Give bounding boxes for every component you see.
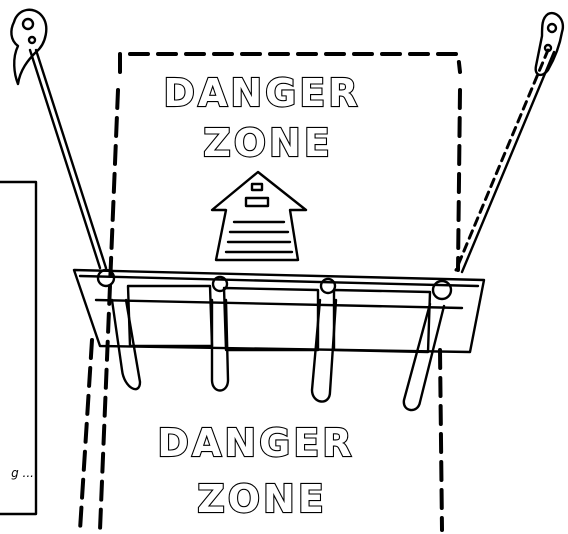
side-panel [0, 182, 36, 514]
bottom-sign-line1: DANGER [157, 421, 354, 465]
top-danger-sign: DANGER ZONE [163, 71, 360, 165]
side-panel-caption: g ... [0, 466, 34, 486]
top-sign-line1: DANGER [163, 71, 360, 115]
bottom-danger-sign: DANGER ZONE [157, 421, 354, 521]
bottom-sign-line2: ZONE [197, 477, 327, 521]
suspended-platform [74, 270, 484, 352]
right-anchor-icon [536, 13, 563, 75]
left-anchor-icon [11, 10, 46, 84]
top-sign-line2: ZONE [203, 121, 333, 165]
hanging-hooks [112, 300, 444, 410]
hazard-arrow-icon [212, 172, 306, 260]
